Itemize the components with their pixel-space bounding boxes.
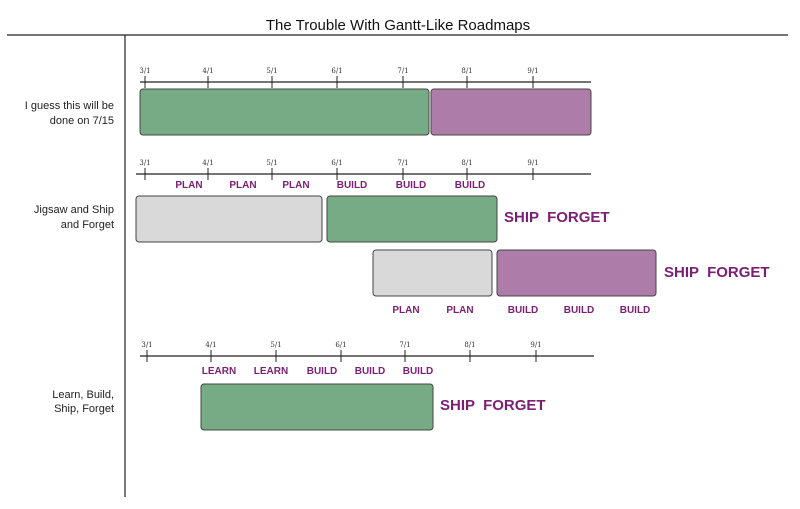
axis-tick-label: 6/1 bbox=[331, 67, 342, 75]
phase-label: BUILD bbox=[307, 366, 338, 377]
timeline-bar bbox=[200, 383, 434, 431]
timeline-bar bbox=[430, 88, 592, 136]
axis-tick-label: 7/1 bbox=[397, 159, 408, 167]
axis-tick-label: 7/1 bbox=[399, 341, 410, 349]
timeline-bar bbox=[372, 249, 493, 297]
row-label-line: done on 7/15 bbox=[50, 115, 114, 127]
phase-label: LEARN bbox=[202, 366, 236, 377]
phase-label: PLAN bbox=[229, 180, 256, 191]
ship-forget-text: SHIP FORGET bbox=[504, 209, 610, 226]
axis-tick-label: 9/1 bbox=[527, 67, 538, 75]
phase-label: PLAN bbox=[175, 180, 202, 191]
row-label-line: Jigsaw and Ship bbox=[34, 204, 114, 216]
row-label-line: Ship, Forget bbox=[54, 403, 114, 415]
phase-label: BUILD bbox=[508, 305, 539, 316]
axis-tick-label: 3/1 bbox=[139, 159, 150, 167]
phase-label: PLAN bbox=[282, 180, 309, 191]
ship-forget-text: SHIP FORGET bbox=[440, 397, 546, 414]
axis-tick-label: 3/1 bbox=[141, 341, 152, 349]
axis-tick-label: 4/1 bbox=[202, 159, 213, 167]
axis-tick-label: 6/1 bbox=[331, 159, 342, 167]
phase-label: BUILD bbox=[564, 305, 595, 316]
axis-tick-label: 4/1 bbox=[205, 341, 216, 349]
timeline-bar bbox=[135, 195, 323, 243]
timeline-axis: 3/1 4/1 5/1 6/1 7/1 8/1 9/1 bbox=[139, 67, 591, 88]
timeline-axis: 3/1 4/1 5/1 6/1 7/1 8/1 9/1 bbox=[140, 341, 594, 362]
phase-label: BUILD bbox=[620, 305, 651, 316]
axis-tick-label: 9/1 bbox=[530, 341, 541, 349]
axis-tick-label: 9/1 bbox=[527, 159, 538, 167]
phase-label: PLAN bbox=[446, 305, 473, 316]
phase-label: BUILD bbox=[455, 180, 486, 191]
timeline-axis: 3/1 4/1 5/1 6/1 7/1 8/1 9/1 bbox=[136, 159, 591, 180]
timeline-bar bbox=[496, 249, 657, 297]
axis-tick-label: 6/1 bbox=[335, 341, 346, 349]
axis-tick-label: 4/1 bbox=[202, 67, 213, 75]
row-label-line: Learn, Build, bbox=[52, 389, 114, 401]
timeline-bar bbox=[139, 88, 430, 136]
axis-tick-label: 5/1 bbox=[266, 159, 277, 167]
axis-tick-label: 8/1 bbox=[461, 67, 472, 75]
timeline-bar bbox=[326, 195, 498, 243]
phase-label: PLAN bbox=[392, 305, 419, 316]
axis-tick-label: 8/1 bbox=[461, 159, 472, 167]
axis-tick-label: 5/1 bbox=[270, 341, 281, 349]
ship-forget-text: SHIP FORGET bbox=[664, 264, 770, 281]
axis-tick-label: 3/1 bbox=[139, 67, 150, 75]
axis-tick-label: 7/1 bbox=[397, 67, 408, 75]
axis-tick-label: 8/1 bbox=[464, 341, 475, 349]
phase-label: BUILD bbox=[403, 366, 434, 377]
phase-label: BUILD bbox=[396, 180, 427, 191]
axis-tick-label: 5/1 bbox=[266, 67, 277, 75]
phase-label: BUILD bbox=[337, 180, 368, 191]
row-label-line: and Forget bbox=[61, 219, 114, 231]
phase-label: BUILD bbox=[355, 366, 386, 377]
row-label-line: I guess this will be bbox=[25, 100, 114, 112]
page-title: The Trouble With Gantt-Like Roadmaps bbox=[266, 17, 530, 34]
phase-label: LEARN bbox=[254, 366, 288, 377]
